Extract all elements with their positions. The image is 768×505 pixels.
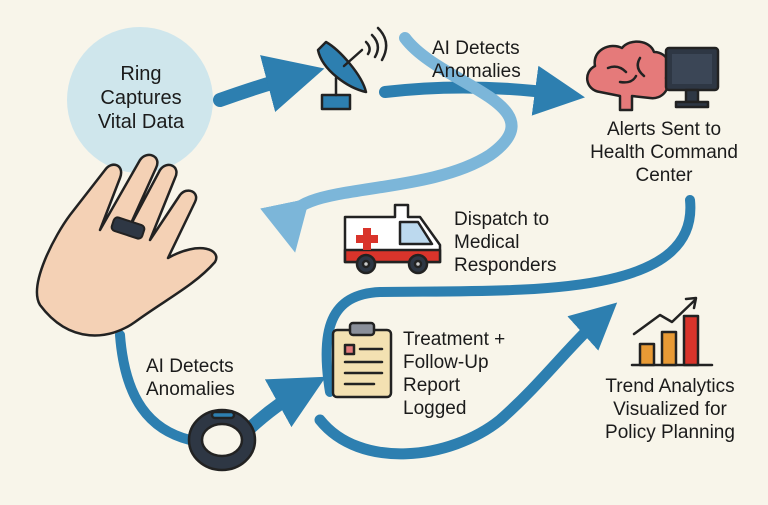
ring-data-bubble [67, 27, 213, 173]
ai-detects-bottom-label: AI Detects Anomalies [146, 356, 235, 400]
flow-arrow-treatment-to-trend [314, 302, 618, 460]
alerts-label: Alerts Sent to Health Command Center [590, 119, 738, 186]
hand-icon [35, 153, 218, 337]
clipboard-icon [331, 321, 393, 399]
dispatch-label: Dispatch to Medical Responders [454, 209, 557, 276]
satellite-dish-icon [316, 26, 388, 111]
brain-icon [586, 40, 671, 112]
ring-captures-label: Ring Captures Vital Data [97, 63, 185, 133]
treatment-label: Treatment + Follow-Up Report Logged [403, 329, 506, 419]
flow-arrow-ring-to-dish [213, 55, 325, 112]
flow-arrow-alerts-to-dispatch [260, 32, 518, 253]
flow-arrow-ring-to-treatment [241, 376, 326, 437]
trend-label: Trend Analytics Visualized for Policy Pl… [605, 376, 735, 443]
ambulance-icon [343, 203, 442, 275]
flow-arrow-alerts-to-treatment [321, 195, 696, 397]
smart-ring-icon [187, 408, 257, 472]
monitor-icon [664, 46, 720, 109]
ai-detects-top-label: AI Detects Anomalies [432, 38, 521, 82]
flow-arrow-hand-to-ring [115, 330, 195, 445]
bar-chart-icon [630, 296, 714, 367]
worn-ring-icon [110, 216, 146, 240]
